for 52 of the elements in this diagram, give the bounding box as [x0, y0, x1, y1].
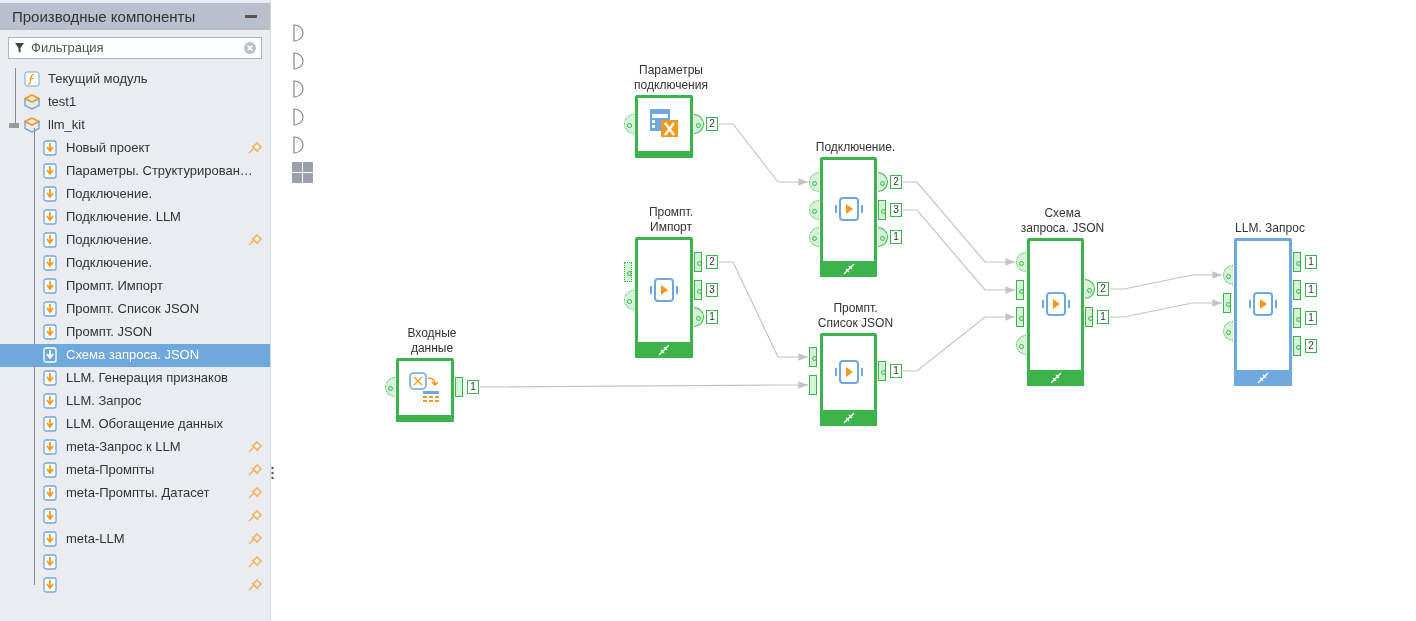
panel-title: Производные компоненты	[12, 8, 196, 25]
port-number: 1	[706, 310, 718, 324]
arrow	[902, 313, 1016, 372]
node-title: Подключение.	[814, 140, 897, 155]
arrow	[1109, 271, 1223, 290]
tree-item-label: LLM. Обогащение данных	[66, 416, 224, 432]
arrow	[902, 181, 1016, 266]
port-number: 1	[1305, 311, 1317, 325]
node-title: Схема запроса. JSON	[1020, 206, 1105, 236]
node-title: Промпт. Импорт	[647, 205, 695, 235]
tree-item-label: Подключение. LLM	[66, 209, 181, 225]
tree-item-label: LLM. Запрос	[66, 393, 142, 409]
port-number: 3	[706, 283, 718, 297]
port-number: 1	[890, 364, 902, 378]
tree-item-label: Параметры. Структурирован…	[66, 163, 253, 179]
tree-item-label: Подключение.	[66, 255, 153, 271]
port-number: 2	[1097, 282, 1109, 296]
filter-field: Фильтрация	[8, 37, 262, 59]
port-number: 1	[1305, 255, 1317, 269]
arrow	[902, 209, 1016, 294]
node-title: Параметры подключения	[633, 63, 709, 93]
tree-item-label: meta-Запрос к LLM	[66, 439, 181, 455]
tree-item-label: Схема запроса. JSON	[66, 347, 200, 363]
port-number: 2	[890, 175, 902, 189]
tree-item-label: Промпт. Список JSON	[66, 301, 200, 317]
port-number: 2	[706, 255, 718, 269]
tree-item-label: meta-Промпты	[66, 462, 155, 478]
tree-item-label: meta-Промпты. Датасет	[66, 485, 210, 501]
port-number: 3	[890, 203, 902, 217]
port-number: 1	[890, 230, 902, 244]
arrow	[718, 261, 809, 361]
tree-item-label: Промпт. Импорт	[66, 278, 163, 294]
port-number: 2	[706, 117, 718, 131]
port-number: 1	[1305, 283, 1317, 297]
tree-item-label: test1	[48, 94, 77, 110]
port-number: 2	[1305, 339, 1317, 353]
tree-item-label: LLM. Генерация признаков	[66, 370, 228, 386]
tree-item-label: Подключение.	[66, 186, 153, 202]
port-number: 1	[1097, 310, 1109, 324]
tree-item-label: llm_kit	[48, 117, 85, 133]
tree-item-label: Новый проект	[66, 140, 151, 156]
arrow	[479, 381, 809, 389]
tree-item-label: Промпт. JSON	[66, 324, 153, 340]
node-title: Входные данные	[406, 326, 458, 356]
node-title: Промпт. Список JSON	[816, 301, 895, 331]
arrow	[1109, 299, 1223, 318]
node-title: LLM. Запрос	[1234, 221, 1306, 236]
tree-item-label: Подключение.	[66, 232, 153, 248]
tree-item-label: Текущий модуль	[48, 71, 148, 87]
tree-item-label: meta-LLM	[66, 531, 125, 547]
arrow	[718, 123, 809, 186]
port-number: 1	[467, 380, 479, 394]
